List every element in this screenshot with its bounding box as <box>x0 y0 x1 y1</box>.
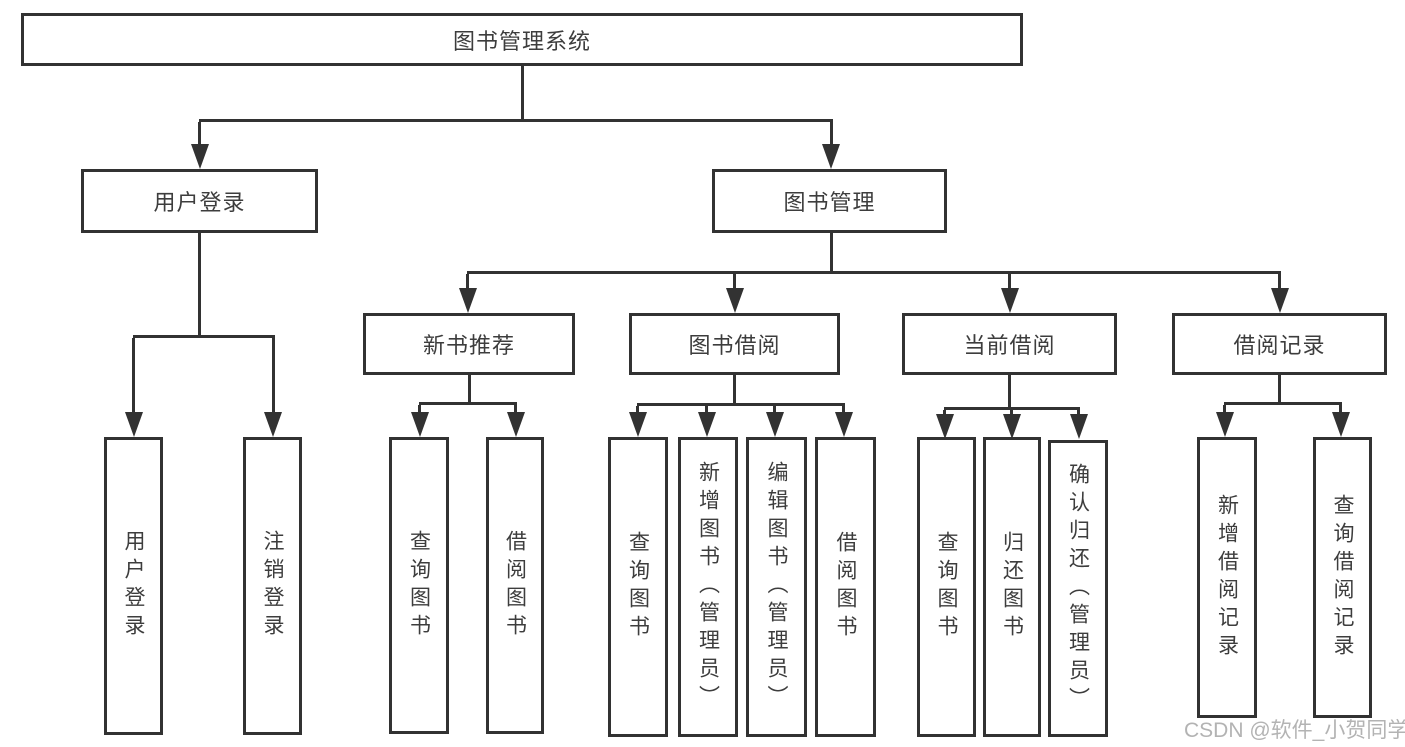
leaf-rec-query-books: 查询图书 <box>389 437 449 734</box>
node-book-borrowing: 图书借阅 <box>629 313 840 375</box>
leaf-br-add-record-label: 新增借阅记录 <box>1215 493 1239 662</box>
arrowhead-down-icon <box>1332 412 1350 437</box>
node-root-label: 图书管理系统 <box>452 28 591 54</box>
node-current-borrowing: 当前借阅 <box>902 313 1117 375</box>
leaf-rec-query-books-label: 查询图书 <box>407 529 431 642</box>
connector-line-vertical <box>468 375 471 402</box>
connector-line-vertical <box>1278 274 1281 290</box>
connector-line-vertical <box>198 233 201 335</box>
leaf-logout-label: 注销登录 <box>261 530 284 642</box>
arrowhead-down-icon <box>125 412 143 437</box>
connector-line-vertical <box>733 375 736 403</box>
leaf-bb-borrow-books-label: 借阅图书 <box>834 531 857 643</box>
leaf-cb-query-books-label: 查询图书 <box>935 531 958 643</box>
connector-line-vertical <box>1339 405 1342 413</box>
arrowhead-down-icon <box>629 412 647 437</box>
leaf-cb-return-books: 归还图书 <box>983 437 1041 737</box>
connector-line-horizontal <box>1224 402 1342 405</box>
leaf-br-query-record-label: 查询借阅记录 <box>1331 493 1354 662</box>
arrowhead-down-icon <box>1001 288 1019 313</box>
leaf-bb-edit-books-label: 编辑图书（管理员） <box>765 461 788 713</box>
node-root: 图书管理系统 <box>21 13 1023 66</box>
connector-line-vertical <box>418 405 421 413</box>
connector-line-horizontal <box>133 335 275 338</box>
connector-line-horizontal <box>944 407 1080 410</box>
leaf-br-add-record: 新增借阅记录 <box>1197 437 1257 718</box>
connector-line-vertical <box>773 406 776 413</box>
leaf-br-query-record: 查询借阅记录 <box>1313 437 1372 718</box>
leaf-logout: 注销登录 <box>243 437 302 735</box>
connector-line-vertical <box>943 410 946 414</box>
connector-line-vertical <box>1223 405 1226 413</box>
node-current-borrowing-label: 当前借阅 <box>963 333 1056 358</box>
connector-line-horizontal <box>637 403 845 406</box>
connector-line-vertical <box>842 406 845 413</box>
connector-line-vertical <box>1278 375 1281 402</box>
arrowhead-down-icon <box>698 412 716 437</box>
connector-line-vertical <box>636 406 639 413</box>
leaf-cb-query-books: 查询图书 <box>917 437 976 737</box>
node-borrowing-records-label: 借阅记录 <box>1233 333 1326 358</box>
arrowhead-down-icon <box>1003 414 1021 439</box>
node-book-borrowing-label: 图书借阅 <box>688 333 781 358</box>
node-user-login: 用户登录 <box>81 169 318 233</box>
connector-line-vertical <box>705 406 708 413</box>
node-book-management: 图书管理 <box>712 169 947 233</box>
leaf-user-login-label: 用户登录 <box>122 530 145 642</box>
node-user-login-label: 用户登录 <box>153 190 246 215</box>
arrowhead-down-icon <box>822 144 840 169</box>
leaf-rec-borrow-books-label: 借阅图书 <box>503 529 527 642</box>
connector-line-vertical <box>521 66 524 122</box>
node-borrowing-records: 借阅记录 <box>1172 313 1387 375</box>
node-book-management-label: 图书管理 <box>783 190 876 215</box>
arrowhead-down-icon <box>459 288 477 313</box>
leaf-rec-borrow-books: 借阅图书 <box>486 437 544 734</box>
leaf-bb-add-books: 新增图书（管理员） <box>678 437 738 737</box>
connector-line-horizontal <box>199 119 833 122</box>
connector-line-vertical <box>830 122 833 148</box>
arrowhead-down-icon <box>766 412 784 437</box>
arrowhead-down-icon <box>936 414 954 439</box>
leaf-bb-borrow-books: 借阅图书 <box>815 437 876 737</box>
connector-line-horizontal <box>467 271 1281 274</box>
leaf-cb-confirm-return-label: 确认归还（管理员） <box>1066 462 1090 715</box>
leaf-user-login: 用户登录 <box>104 437 163 735</box>
arrowhead-down-icon <box>411 412 429 437</box>
connector-line-vertical <box>514 405 517 413</box>
arrowhead-down-icon <box>191 144 209 169</box>
leaf-cb-confirm-return: 确认归还（管理员） <box>1048 440 1108 737</box>
leaf-cb-return-books-label: 归还图书 <box>1000 531 1024 643</box>
connector-line-vertical <box>1077 410 1080 414</box>
watermark: CSDN @软件_小贺同学 <box>1184 719 1405 742</box>
arrowhead-down-icon <box>1271 288 1289 313</box>
arrowhead-down-icon <box>835 412 853 437</box>
connector-line-vertical <box>830 233 833 271</box>
leaf-bb-query-books-label: 查询图书 <box>626 531 650 643</box>
connector-line-vertical <box>1008 375 1011 407</box>
arrowhead-down-icon <box>1216 412 1234 437</box>
leaf-bb-add-books-label: 新增图书（管理员） <box>696 461 720 713</box>
connector-line-vertical <box>466 274 469 290</box>
connector-line-vertical <box>272 338 275 412</box>
connector-line-vertical <box>733 274 736 290</box>
connector-line-vertical <box>1008 274 1011 290</box>
arrowhead-down-icon <box>507 412 525 437</box>
connector-line-vertical <box>1010 410 1013 414</box>
connector-line-vertical <box>132 338 135 412</box>
leaf-bb-edit-books: 编辑图书（管理员） <box>746 437 807 737</box>
node-new-book-recommendation-label: 新书推荐 <box>422 333 515 358</box>
arrowhead-down-icon <box>264 412 282 437</box>
arrowhead-down-icon <box>726 288 744 313</box>
connector-line-horizontal <box>419 402 517 405</box>
node-new-book-recommendation: 新书推荐 <box>363 313 575 375</box>
leaf-bb-query-books: 查询图书 <box>608 437 668 737</box>
arrowhead-down-icon <box>1070 414 1088 439</box>
connector-line-vertical <box>198 122 201 148</box>
